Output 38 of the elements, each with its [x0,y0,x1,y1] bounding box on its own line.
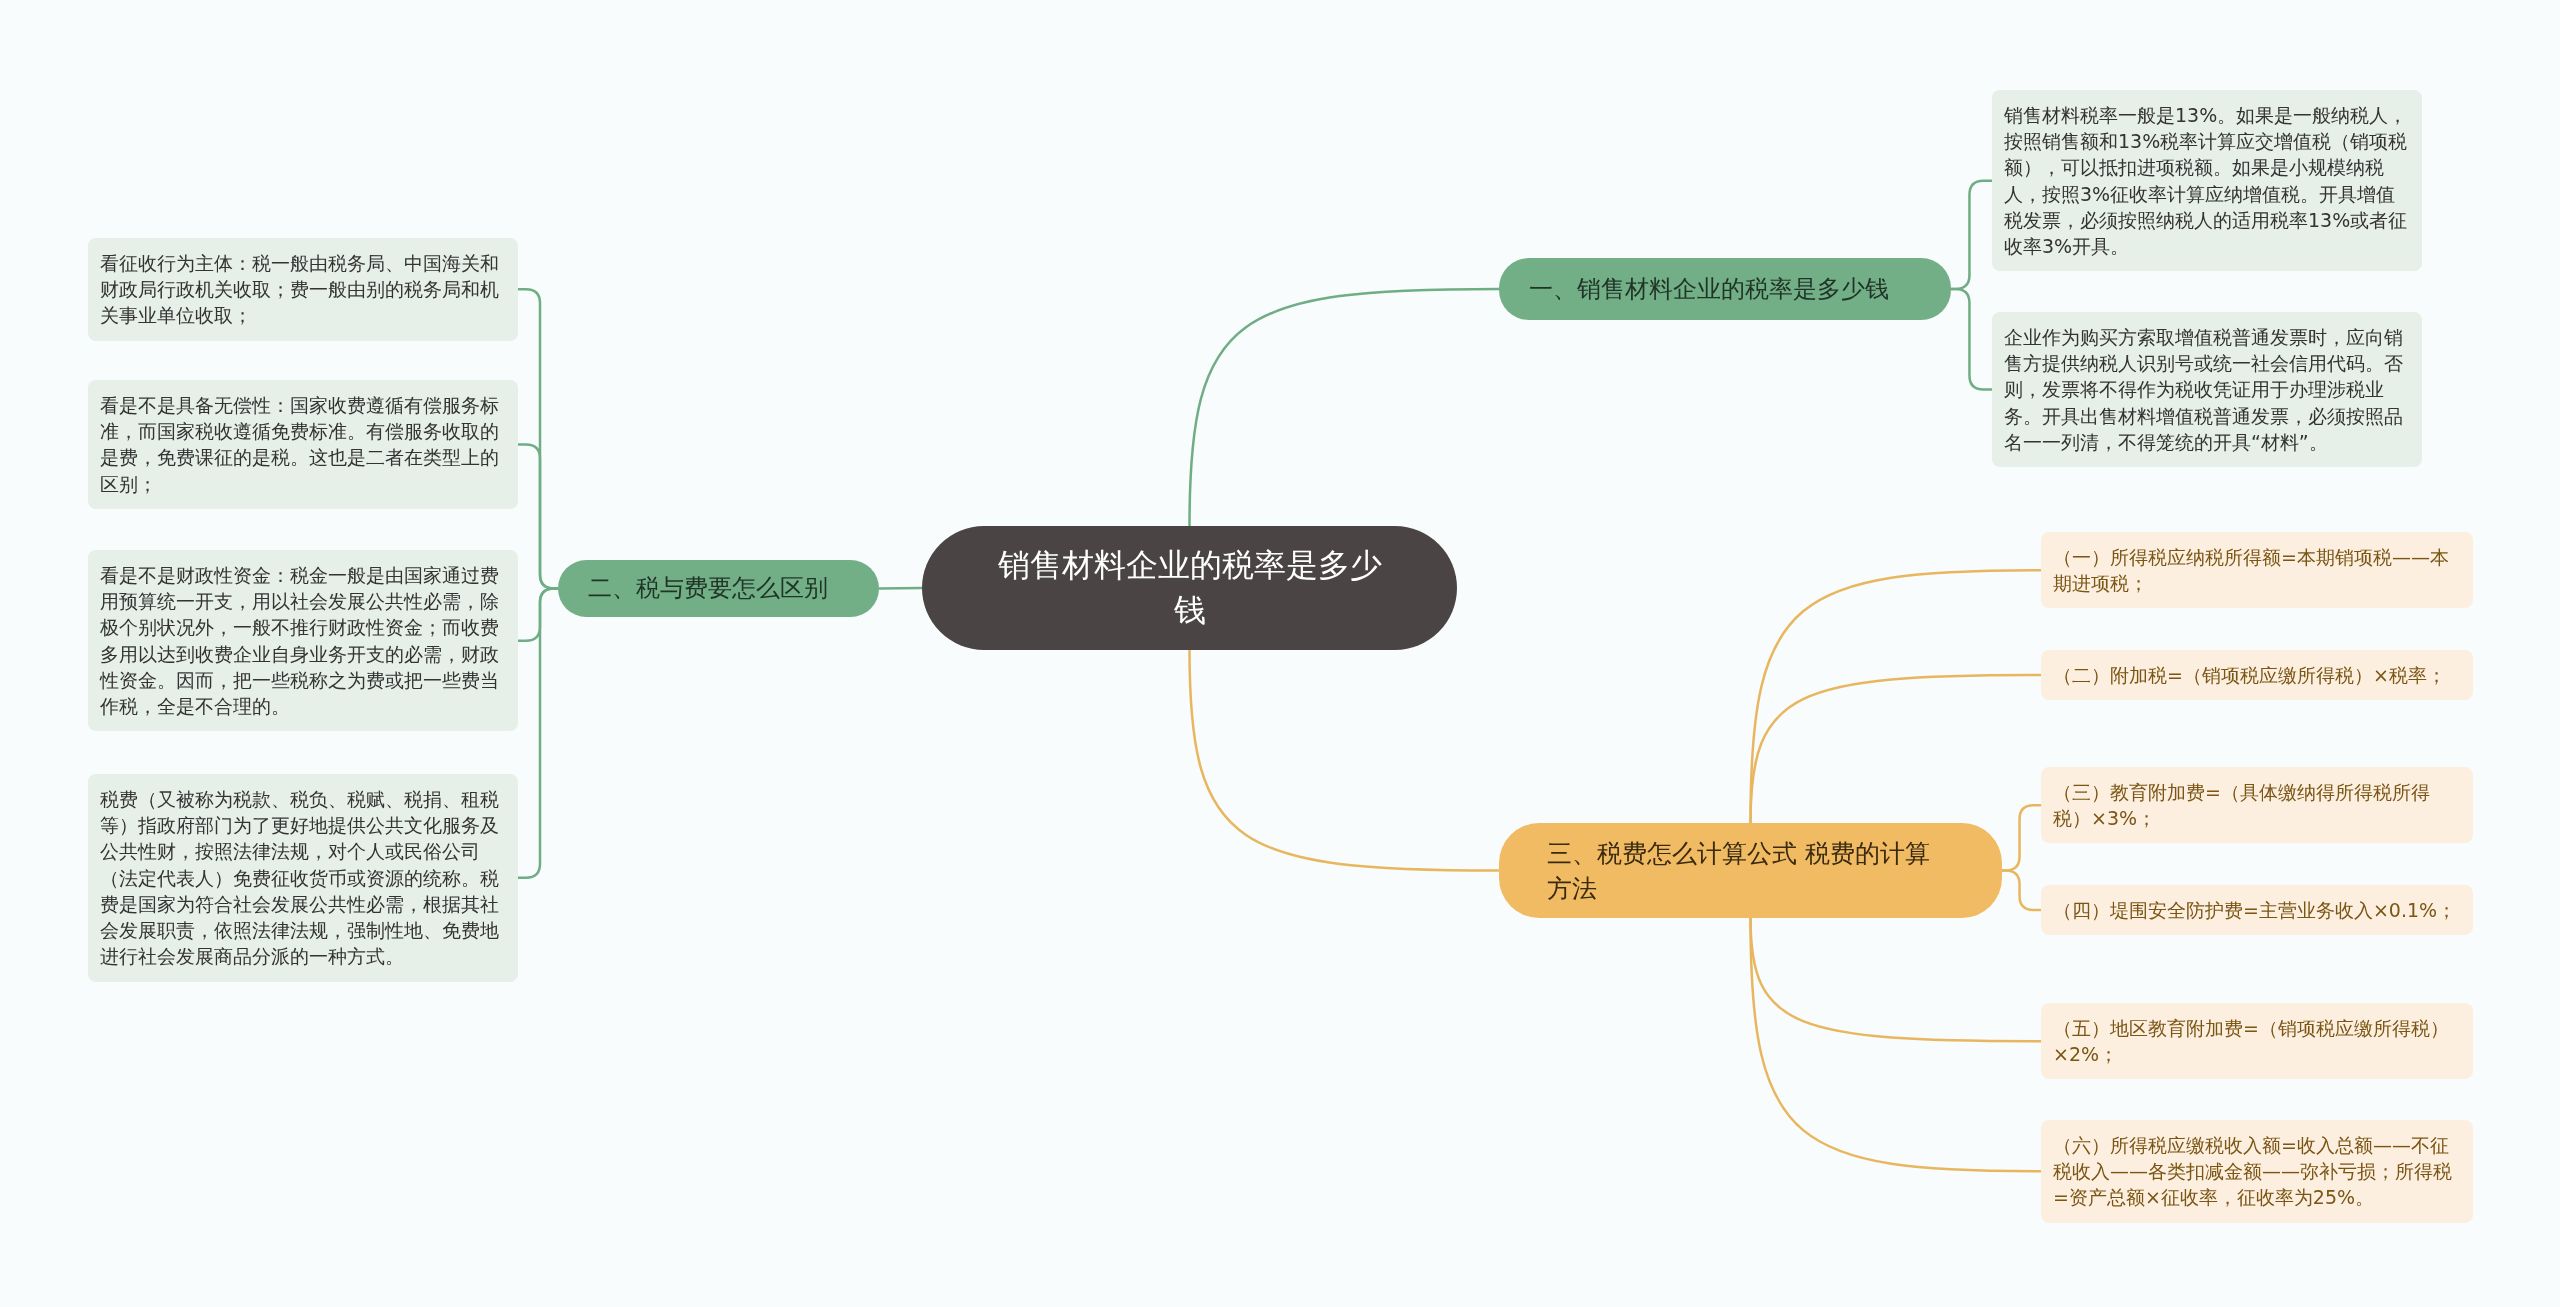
connector-line [879,586,922,590]
text-card [2041,767,2473,844]
node-text: 看征收行为主体：税一般由税务局、中国海关和财政局行政机关收取；费一般由别的税务局和机关事业单位收取； [100,251,500,329]
text-card [2041,1003,2473,1080]
node-text: （四）堤围安全防护费=主营业务收入×0.1%； [2053,898,2458,923]
branch-topic [558,560,879,617]
text-card [2041,1120,2473,1223]
branch-topic [1499,823,2002,918]
node-text: 二、税与费要怎么区别 [588,573,828,605]
node-text: 看是不是具备无偿性：国家收费遵循有偿服务标准，而国家税收遵循免费标准。有偿服务收取的是费，免费课征的是税。这也是二者在类型上的区别； [100,393,500,497]
text-card [2041,532,2473,609]
connector-line [1749,917,2041,1173]
connector-line [1188,287,1499,527]
node-text: 销售材料企业的税率是多少钱 [996,545,1383,631]
text-card [2041,885,2473,936]
text-card [88,774,518,982]
node-text: （二）附加税=（销项税应缴所得税）×税率； [2053,663,2447,688]
connector-line [2002,869,2041,912]
node-text: 一、销售材料企业的税率是多少钱 [1529,273,1889,305]
text-card [2041,650,2473,701]
node-text: 企业作为购买方索取增值税普通发票时，应向销售方提供纳税人识别号或统一社会信用代码。否则，发票将不得作为税收凭证用于办理涉税业务。开具出售材料增值税普通发票，必须按照品名一一列清，不得笼统的开具“材料”。 [2004,325,2404,455]
text-card [1992,90,2422,272]
node-text: 三、税费怎么计算公式 税费的计算方法 [1547,837,1931,905]
connector-line [518,587,558,879]
node-text: （三）教育附加费=（具体缴纳得所得税所得税）×3%； [2053,780,2431,832]
connector-line [1188,649,1499,872]
node-text: （五）地区教育附加费=（销项税应缴所得税）×2%； [2053,1016,2450,1068]
connector-line [1749,673,2041,824]
node-text: 销售材料税率一般是13%。如果是一般纳税人，按照销售额和13%税率计算应交增值税（销项税额），可以抵扣进项税额。如果是小规模纳税人，按照3%征收率计算应纳增值税。开具增值税发票，必须按照纳税人的适用税率13%或者征收率3%开具。 [2004,103,2408,260]
connector-line [1951,287,1992,391]
text-card [1992,312,2422,468]
node-text: 税费（又被称为税款、税负、税赋、税捐、租税等）指政府部门为了更好地提供公共文化服务及公共性财，按照法律法规，对个人或民俗公司（法定代表人）免费征收货币或资源的统称。税费是国家为符合社会发展公共性必需，根据其社会发展职责，依照法律法规，强制性地、免费地进行社会发展商品分派的一种方式。 [100,787,500,970]
text-card [88,238,518,341]
text-card [88,550,518,732]
node-text: （六）所得税应缴税收入额=收入总额——不征税收入——各类扣减金额——弥补亏损；所得税=资产总额×征收率，征收率为25%。 [2053,1133,2453,1211]
text-card [88,380,518,509]
node-text: （一）所得税应纳税所得额=本期销项税——本期进项税； [2053,545,2450,597]
node-text: 看是不是财政性资金：税金一般是由国家通过费用预算统一开支，用以社会发展公共性必需，除极个别状况外，一般不推行财政性资金；而收费多用以达到收费企业自身业务开支的必需，财政性资金。因而，把一些税称之为费或把一些费当作税，全是不合理的。 [100,563,500,720]
